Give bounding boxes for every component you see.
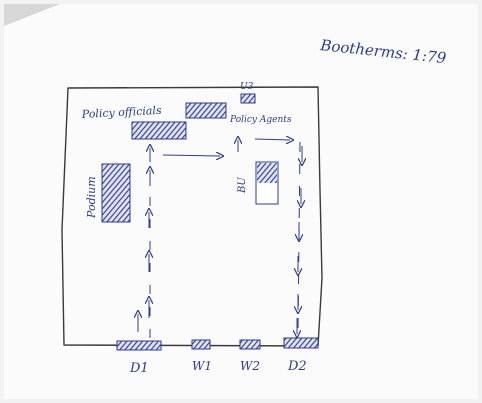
podium-box <box>101 163 131 223</box>
paper-sheet <box>4 4 478 399</box>
d2-box <box>283 337 319 349</box>
w2-box <box>239 339 261 350</box>
podium-label: Podium <box>85 176 98 219</box>
policy-officials-box <box>131 121 187 140</box>
w1-label: W1 <box>192 359 212 373</box>
u3-label: U3 <box>240 82 254 92</box>
w1-box <box>191 339 211 350</box>
d1-box <box>116 340 162 351</box>
bu-label: BU <box>237 177 248 194</box>
policy-agents-box <box>185 102 227 119</box>
flow-path-top-right <box>254 139 290 140</box>
bu-box-fill <box>257 163 277 183</box>
d2-label: D2 <box>287 359 307 374</box>
policy-agents-label: Policy Agents <box>229 115 292 125</box>
d1-label: D1 <box>129 361 149 376</box>
room-outline <box>61 86 323 347</box>
paper-shadow-corner <box>4 4 60 26</box>
policy-officials-label: Policy officials <box>80 104 162 121</box>
w2-label: W2 <box>240 359 260 373</box>
u3-box <box>240 93 256 104</box>
flow-path-top <box>162 155 220 156</box>
